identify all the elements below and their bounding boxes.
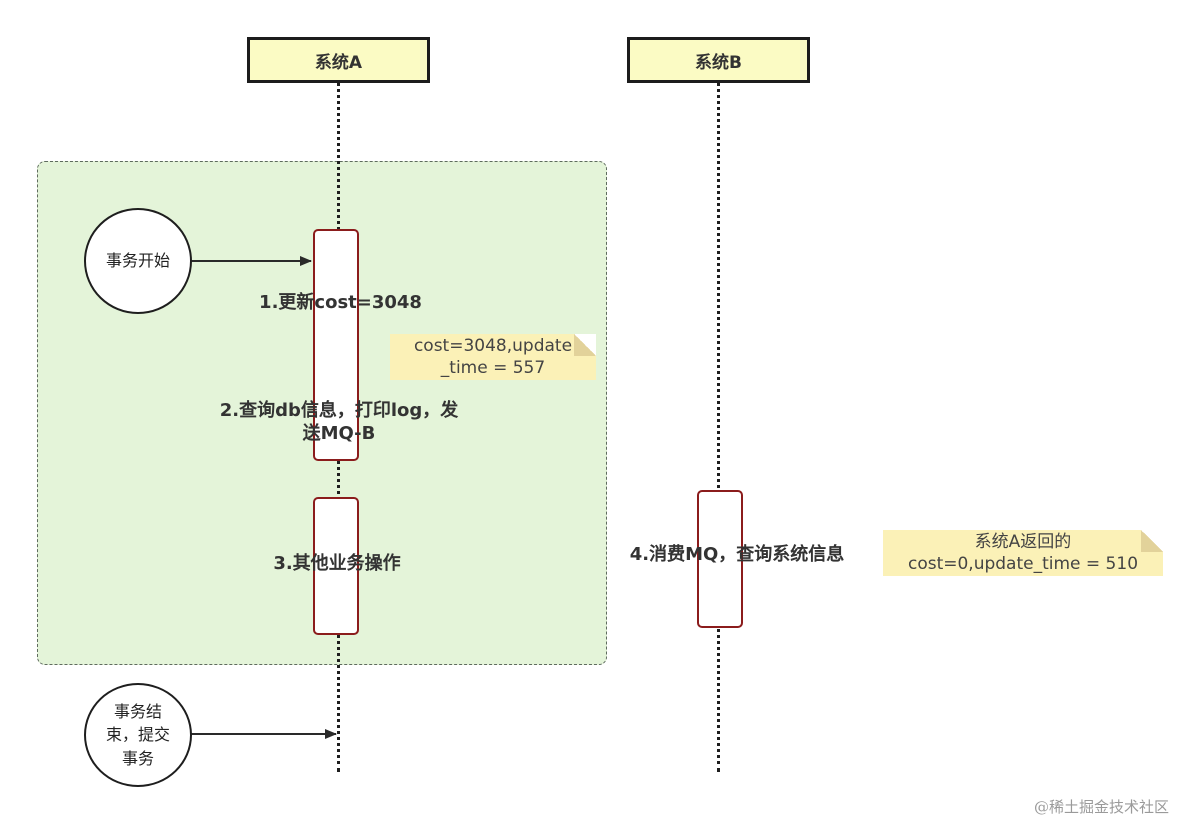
participant-system-b-label: 系统B (695, 52, 742, 73)
step-1-label: 1.更新cost=3048 (259, 292, 422, 313)
watermark: @稀土掘金技术社区 (1034, 798, 1170, 816)
activation-b-1[interactable] (697, 490, 743, 628)
note-system-b[interactable]: 系统A返回的 cost=0,update_time = 510 (883, 530, 1163, 576)
note-system-a[interactable]: cost=3048,update _time = 557 (390, 334, 596, 380)
lifeline-system-b (717, 82, 720, 772)
note-fold-icon (1141, 530, 1163, 552)
txn-end-label: 事务结 束，提交 事务 (106, 700, 170, 770)
note-system-a-line1: cost=3048,update (413, 335, 573, 356)
note-system-b-line2: cost=0,update_time = 510 (907, 554, 1139, 574)
step-3-label: 3.其他业务操作 (273, 553, 401, 574)
note-fold-icon (574, 334, 596, 356)
txn-end-label-line3: 事务 (121, 748, 154, 768)
txn-start-label: 事务开始 (105, 251, 170, 271)
txn-end-label-line2: 束，提交 (105, 725, 170, 745)
step-2-label: 2.查询db信息，打印log，发 送MQ-B (200, 399, 478, 446)
step-2-label-line2: 送MQ-B (302, 423, 376, 445)
step-4-label: 4.消费MQ，查询系统信息 (629, 544, 845, 565)
txn-end-circle[interactable]: 事务结 束，提交 事务 (84, 683, 192, 787)
participant-system-b[interactable]: 系统B (627, 37, 810, 83)
step-2-label-line1: 2.查询db信息，打印log，发 (219, 400, 459, 421)
participant-system-a-label: 系统A (314, 52, 363, 73)
note-system-b-line1: 系统A返回的 (974, 531, 1072, 552)
activation-a-2[interactable] (313, 497, 359, 635)
txn-end-label-line1: 事务结 (113, 702, 162, 722)
txn-start-circle[interactable]: 事务开始 (84, 208, 192, 314)
participant-system-a[interactable]: 系统A (247, 37, 430, 83)
note-system-a-line2: _time = 557 (440, 358, 546, 378)
activation-a-1[interactable] (313, 229, 359, 461)
